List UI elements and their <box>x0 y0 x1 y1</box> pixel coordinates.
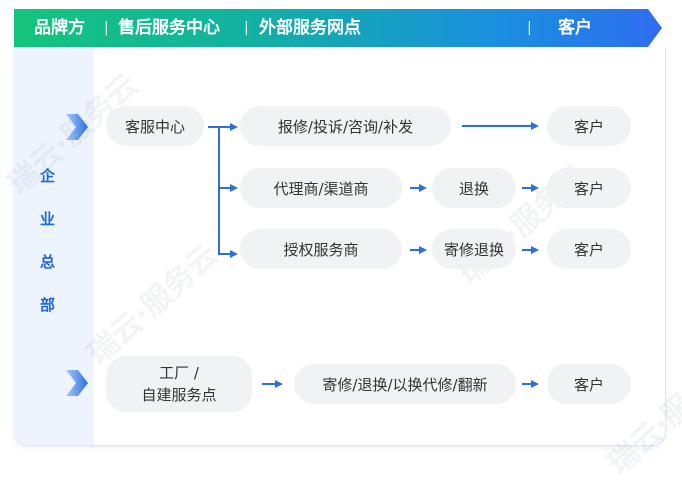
connector-line <box>522 249 532 251</box>
arrow-head <box>531 246 539 254</box>
node-repair-complaint: 报修/投诉/咨询/补发 <box>240 106 451 146</box>
connector-line <box>262 383 276 385</box>
header-separator: | <box>244 20 249 36</box>
arrow-head <box>230 123 238 131</box>
arrow-head <box>419 184 427 192</box>
connector-line <box>410 187 420 189</box>
arrow-head <box>419 246 427 254</box>
node-customer: 客户 <box>547 168 631 208</box>
header-separator: | <box>104 20 109 36</box>
arrow-head <box>230 250 238 258</box>
header-brand: 品牌方 <box>34 18 85 38</box>
arrow-head <box>531 380 539 388</box>
node-customer: 客户 <box>547 364 631 404</box>
header-external: 外部服务网点 <box>259 18 361 38</box>
node-customer: 客户 <box>547 106 631 146</box>
connector-line <box>462 125 532 127</box>
connector-line <box>218 253 232 255</box>
node-factory-services: 寄修/退换/以换代修/翻新 <box>294 364 516 404</box>
node-factory: 工厂 / 自建服务点 <box>106 356 252 412</box>
node-factory-line1: 工厂 / <box>159 364 199 382</box>
connector-line <box>218 126 220 254</box>
connector-line <box>410 249 420 251</box>
sidebar-char: 总 <box>40 253 56 271</box>
connector-line <box>218 126 232 128</box>
chevron-right-icon <box>66 370 88 396</box>
node-agent-channel: 代理商/渠道商 <box>240 168 402 208</box>
node-mail-repair-return: 寄修退换 <box>432 229 516 269</box>
connector-line <box>522 383 532 385</box>
arrow-head <box>531 122 539 130</box>
chevron-right-icon <box>66 114 88 140</box>
arrow-head <box>230 184 238 192</box>
connector-line <box>218 187 232 189</box>
node-factory-line2: 自建服务点 <box>141 386 217 404</box>
arrow-head <box>531 184 539 192</box>
header-banner: 品牌方 | 售后服务中心 | 外部服务网点 | 客户 <box>14 9 662 47</box>
arrow-head <box>275 380 283 388</box>
header-separator: | <box>527 20 532 36</box>
node-customer: 客户 <box>547 229 631 269</box>
enterprise-hq-sidebar: 企 业 总 部 <box>14 47 94 445</box>
node-authorized-provider: 授权服务商 <box>240 229 402 269</box>
node-service-center: 客服中心 <box>106 106 204 146</box>
sidebar-char: 企 <box>40 167 56 185</box>
header-customer: 客户 <box>558 18 592 38</box>
connector-line <box>522 187 532 189</box>
header-after-sales: 售后服务中心 <box>118 18 220 38</box>
node-return-exchange: 退换 <box>432 168 516 208</box>
sidebar-char: 部 <box>40 296 56 314</box>
sidebar-char: 业 <box>40 210 56 228</box>
connector-line <box>208 126 218 128</box>
